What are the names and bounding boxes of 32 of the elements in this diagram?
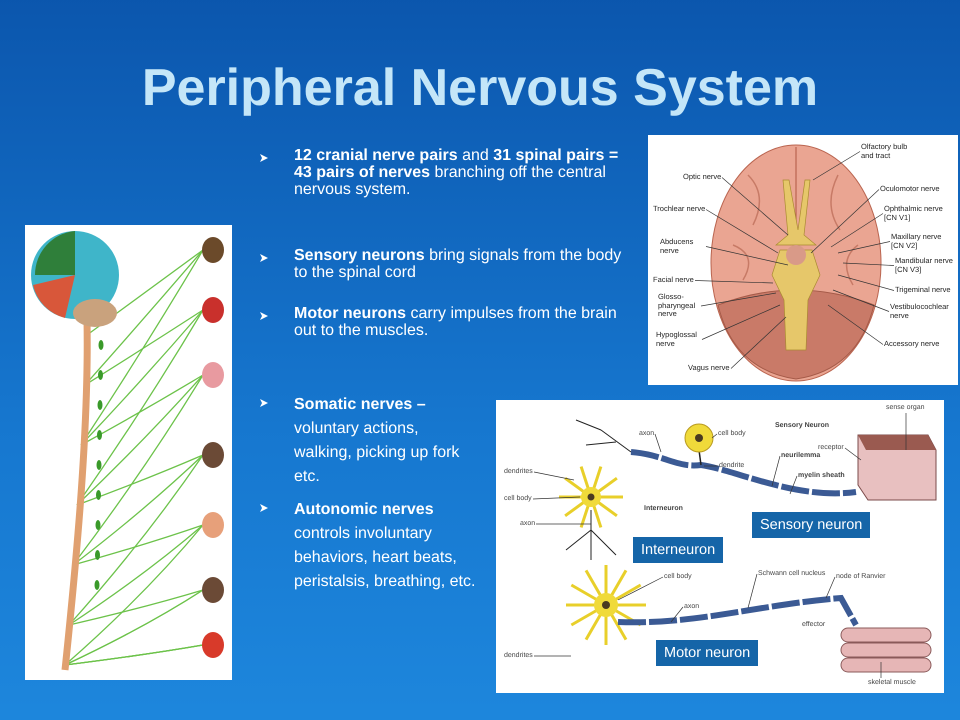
caption-box: Sensory neuron: [752, 512, 870, 538]
leader-line: [828, 304, 884, 345]
leader-line: [748, 574, 758, 608]
leader-line: [842, 262, 894, 266]
leader-line: [532, 496, 580, 500]
slide-title: Peripheral Nervous System: [140, 58, 820, 118]
leader-line: [832, 290, 890, 312]
leader-line: [702, 304, 780, 340]
leader-line: [700, 292, 776, 306]
leader-line: [772, 456, 780, 486]
leader-line: [694, 280, 774, 284]
leader-line: [880, 662, 882, 678]
leader-line: [838, 274, 894, 291]
leader-line: [812, 151, 860, 180]
leader-line: [810, 189, 880, 254]
leader-line: [654, 434, 662, 452]
leader-line: [730, 316, 786, 369]
caption-box: Motor neuron: [656, 640, 758, 666]
leader-line: [712, 434, 718, 438]
leader-line: [790, 476, 798, 494]
leader-line: [830, 213, 884, 248]
leader-line: [618, 576, 664, 600]
leader-line: [670, 606, 684, 622]
bullet-text: Sensory neurons bring signals from the body to the spinal cord: [294, 248, 622, 282]
leader-line: [844, 448, 862, 460]
bullet-text: Somatic nerves – voluntary actions, walking, picking up fork etc.: [294, 395, 460, 487]
bullet-text: Autonomic nerves controls involuntary behaviors, heart beats, peristalsis, breathing, etc.: [294, 500, 476, 592]
bullet-text: 12 cranial nerve pairs and 31 spinal pairs = 43 pairs of nerves branching off the central nervous system.: [294, 148, 620, 198]
caption-box: Interneuron: [633, 537, 724, 563]
leader-line: [534, 472, 574, 480]
leader-line: [826, 576, 836, 598]
bullet-text: Motor neurons carry impulses from the brain out to the muscles.: [294, 306, 618, 340]
